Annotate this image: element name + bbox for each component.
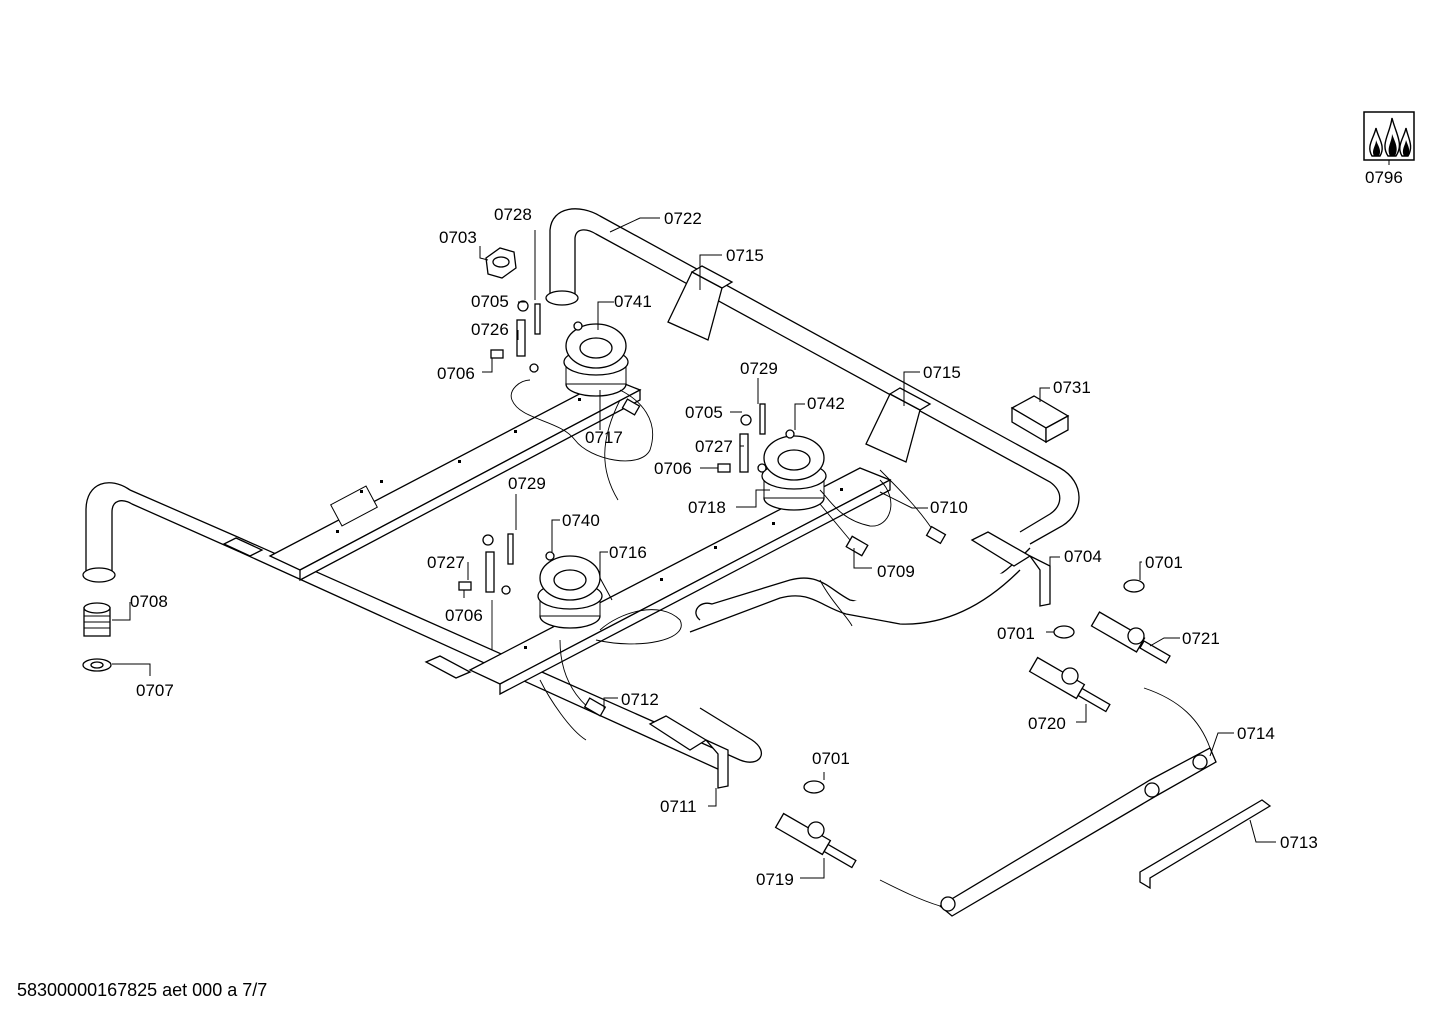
label-0722: 0722 <box>664 209 702 228</box>
label-0708: 0708 <box>130 592 168 611</box>
label-0721: 0721 <box>1182 629 1220 648</box>
gas-flame-icon <box>1363 111 1415 161</box>
label-0701-c: 0701 <box>812 749 850 768</box>
label-0706-b: 0706 <box>654 459 692 478</box>
label-0704: 0704 <box>1064 547 1102 566</box>
label-0707: 0707 <box>136 681 174 700</box>
label-0728: 0728 <box>494 205 532 224</box>
label-0705-b: 0705 <box>685 403 723 422</box>
front-rail-0714 <box>879 687 1217 917</box>
label-0712: 0712 <box>621 690 659 709</box>
label-0731: 0731 <box>1053 378 1091 397</box>
label-0727-b: 0727 <box>427 553 465 572</box>
label-0701-a: 0701 <box>1145 553 1183 572</box>
trim-strip-0713 <box>1139 799 1272 890</box>
part-labels: 0796 0728 0722 0703 0715 0705 0741 0726 … <box>130 168 1403 889</box>
valve-0721 <box>1090 611 1171 664</box>
clip-left <box>222 537 472 679</box>
burner-0742 <box>761 429 827 511</box>
label-0706-a: 0706 <box>437 364 475 383</box>
bracket-0715-a <box>667 265 734 341</box>
valve-0719 <box>774 812 857 869</box>
label-0713: 0713 <box>1280 833 1318 852</box>
label-0742: 0742 <box>807 394 845 413</box>
label-0741: 0741 <box>614 292 652 311</box>
burner-0741 <box>563 321 629 397</box>
label-0720: 0720 <box>1028 714 1066 733</box>
label-0714: 0714 <box>1237 724 1275 743</box>
burner-rail-right <box>468 467 892 696</box>
label-0709: 0709 <box>877 562 915 581</box>
label-0705-a: 0705 <box>471 292 509 311</box>
valve-0720 <box>1028 656 1111 713</box>
label-0715-b: 0715 <box>923 363 961 382</box>
label-0706-c: 0706 <box>445 606 483 625</box>
label-0796: 0796 <box>1365 168 1403 187</box>
washer-0707 <box>82 658 112 672</box>
label-0740: 0740 <box>562 511 600 530</box>
thermocouple-tubes <box>491 379 935 741</box>
label-0727-a: 0727 <box>695 437 733 456</box>
bracket-0715-b <box>865 387 932 463</box>
label-0729-a: 0729 <box>740 359 778 378</box>
burner-rail-left <box>268 377 642 582</box>
burner-0740 <box>537 551 603 629</box>
bracket-0704 <box>970 531 1051 607</box>
spark-module-0731 <box>1010 395 1070 444</box>
leader-lines <box>112 160 1390 879</box>
label-0715-a: 0715 <box>726 246 764 265</box>
nuts-0701 <box>803 579 1145 794</box>
label-0710: 0710 <box>930 498 968 517</box>
bracket-0711 <box>648 715 729 789</box>
label-0729-b: 0729 <box>508 474 546 493</box>
inlet-fitting-0708 <box>83 602 111 637</box>
label-0726: 0726 <box>471 320 509 339</box>
label-0718: 0718 <box>688 498 726 517</box>
label-0701-b: 0701 <box>997 624 1035 643</box>
label-0719: 0719 <box>756 870 794 889</box>
gas-pipe-frame <box>82 208 1080 771</box>
label-0703: 0703 <box>439 228 477 247</box>
electrodes <box>458 300 767 595</box>
label-0717: 0717 <box>585 428 623 447</box>
label-0716: 0716 <box>609 543 647 562</box>
document-id-footer: 58300000167825 aet 000 a 7/7 <box>17 980 268 1000</box>
label-0711: 0711 <box>660 797 697 816</box>
nut-0703 <box>485 247 517 279</box>
